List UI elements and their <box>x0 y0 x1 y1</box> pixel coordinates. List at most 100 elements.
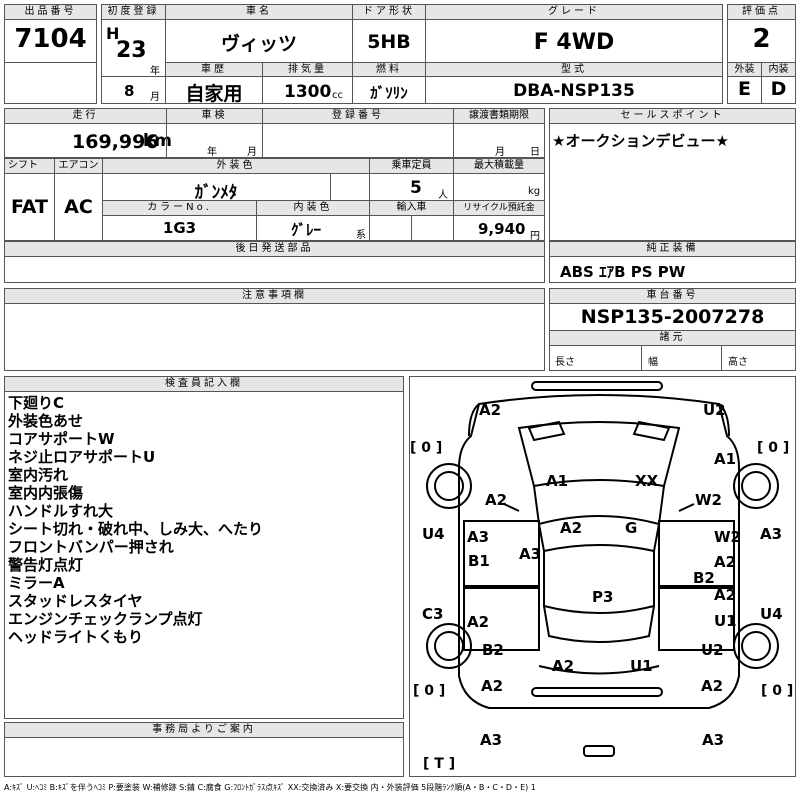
equipment: ABS ｴｱB PS PW <box>560 263 686 281</box>
lot-number: 7104 <box>14 24 87 54</box>
inspection-label: 車検 <box>166 108 263 124</box>
mileage: 169,996 <box>72 131 159 153</box>
tire-front-left: [ 0 ] <box>410 440 443 456</box>
mileage-label: 走行 <box>4 108 167 124</box>
interior-grade-label: 内装 <box>761 62 796 77</box>
fuel-label: 燃料 <box>352 62 426 77</box>
max-load-unit: kg <box>528 186 541 197</box>
interior-grade: D <box>770 78 787 100</box>
color-number: 1G3 <box>162 219 197 237</box>
first-registration-label: 初度登録 <box>101 4 166 20</box>
model-code: DBA-NSP135 <box>513 81 635 101</box>
inspector-note: シート切れ・破れ中、しみ大、へたり <box>8 520 264 538</box>
recycle-deposit-label: リサイクル預託金 <box>453 200 545 216</box>
damage-code: A3 <box>467 528 490 546</box>
month-unit: 月 <box>150 92 160 103</box>
interior-color: ｸﾞﾚｰ <box>290 221 321 239</box>
recycle-deposit: 9,940 <box>478 220 526 238</box>
damage-code: A1 <box>714 450 737 468</box>
car-damage-diagram <box>409 376 796 777</box>
inspector-notes-label: 検査員記入欄 <box>4 376 404 392</box>
mileage-unit: km <box>143 131 173 151</box>
history: 自家用 <box>185 83 243 105</box>
inspector-note: 下廻りC <box>8 394 65 412</box>
specs-label: 諸元 <box>549 330 796 346</box>
inspection-month-unit: 月 <box>247 147 257 158</box>
grade: F 4WD <box>533 30 615 55</box>
damage-code: A2 <box>479 401 502 419</box>
damage-code: XX <box>635 472 659 490</box>
damage-code: U1 <box>714 612 737 630</box>
tire-rear-right: [ 0 ] <box>761 683 794 699</box>
inspector-note: ネジ止ロアサポートU <box>8 448 156 466</box>
chassis-number-label: 車台番号 <box>549 288 796 304</box>
damage-code: U4 <box>760 605 783 623</box>
shift-label: シフト <box>4 158 55 174</box>
score: 2 <box>752 24 771 54</box>
exterior-color-label: 外装色 <box>102 158 370 174</box>
damage-code: A2 <box>552 657 575 675</box>
legend: A:ｷｽﾞ U:ﾍｺﾐ B:ｷｽﾞを伴うﾍｺﾐ P:要塗装 W:補修跡 S:錆 … <box>4 783 536 792</box>
lot-number-label: 出品番号 <box>4 4 97 20</box>
registration-number-label: 登録番号 <box>262 108 454 124</box>
damage-code: A2 <box>481 677 504 695</box>
damage-code: A2 <box>560 519 583 537</box>
damage-code: A3 <box>519 545 542 563</box>
capacity-label: 乗車定員 <box>369 158 454 174</box>
capacity-unit: 人 <box>438 190 448 201</box>
damage-code: A3 <box>480 731 503 749</box>
door-type-label: ドア形状 <box>352 4 426 20</box>
year-unit: 年 <box>150 66 160 77</box>
equipment-label: 純正装備 <box>549 241 796 257</box>
model-code-label: 型式 <box>425 62 723 77</box>
damage-code: U4 <box>422 525 445 543</box>
inspector-note: 外装色あせ <box>8 412 84 430</box>
damage-code: B2 <box>693 569 715 587</box>
tire-rear-left: [ 0 ] <box>413 683 446 699</box>
displacement-label: 排気量 <box>262 62 353 77</box>
registration-year: 23 <box>116 38 147 63</box>
capacity: 5 <box>410 178 422 198</box>
interior-color-unit: 系 <box>356 230 366 241</box>
inspector-note: フロントバンパー押され <box>8 538 174 556</box>
width-label: 幅 <box>648 357 658 368</box>
inspector-notes: 下廻りC 外装色あせ コアサポートW ネジ止ロアサポートU 室内汚れ 室内内張傷… <box>8 394 263 646</box>
damage-code: B2 <box>482 641 504 659</box>
car-outline-icon <box>426 381 779 757</box>
transfer-day-unit: 日 <box>530 147 540 158</box>
damage-code: B1 <box>468 552 490 570</box>
history-label: 車歴 <box>165 62 263 77</box>
sales-point-text: ★オークションデビュー★ <box>552 132 729 150</box>
damage-code: A3 <box>760 525 783 543</box>
damage-code: W2 <box>695 491 722 509</box>
inspector-note: エンジンチェックランプ点灯 <box>8 610 203 628</box>
inspection-year-unit: 年 <box>207 147 217 158</box>
sales-point-label: セールスポイント <box>549 108 796 124</box>
later-parts-label: 後日発送部品 <box>4 241 545 257</box>
inspector-note: スタッドレスタイヤ <box>8 592 143 610</box>
displacement: 1300 <box>284 82 332 102</box>
era-letter: H <box>106 24 120 43</box>
damage-code: A2 <box>701 677 724 695</box>
height-label: 高さ <box>728 357 748 368</box>
damage-code: A2 <box>467 613 490 631</box>
notes-label: 注意事項欄 <box>4 288 545 304</box>
car-name: ヴィッツ <box>220 33 297 55</box>
damage-code: A2 <box>714 586 737 604</box>
inspector-note: ハンドルすれ大 <box>8 502 114 520</box>
inspector-note: 室内汚れ <box>8 466 69 484</box>
grade-label: グレード <box>425 4 723 20</box>
exterior-grade-label: 外装 <box>727 62 762 77</box>
damage-code: W2 <box>714 528 741 546</box>
displacement-unit: cc <box>332 90 343 101</box>
score-label: 評価点 <box>727 4 796 20</box>
damage-code: U2 <box>703 401 726 419</box>
damage-code: A3 <box>702 731 725 749</box>
damage-code: P3 <box>592 588 614 606</box>
damage-code: C3 <box>422 605 444 623</box>
spare-tire: [ T ] <box>423 756 456 772</box>
damage-code: A1 <box>546 472 569 490</box>
exterior-color: ｶﾞﾝﾒﾀ <box>194 183 238 203</box>
shift: FAT <box>11 196 48 218</box>
inspector-note: 警告灯点灯 <box>8 556 84 574</box>
